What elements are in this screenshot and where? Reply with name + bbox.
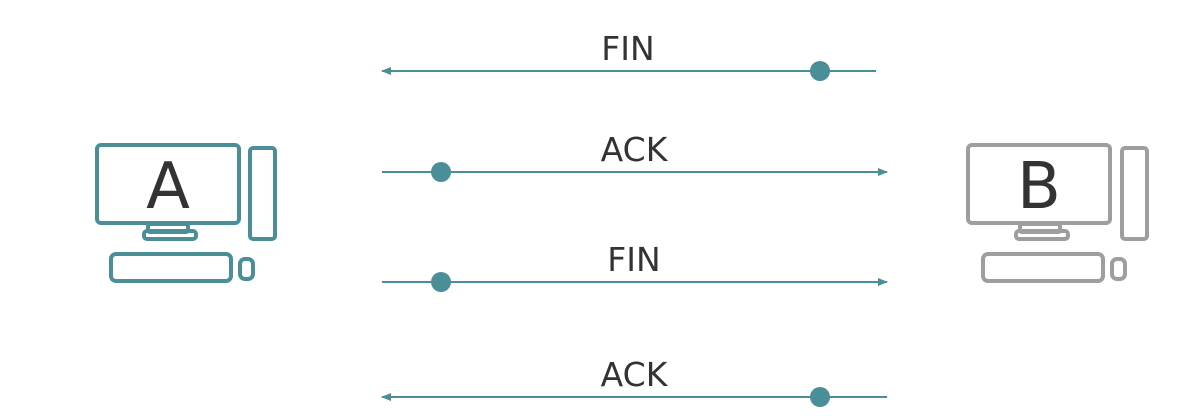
message-ack-4: ACK (381, 355, 887, 407)
desktop-computer-icon (966, 143, 1149, 283)
monitor-base (142, 229, 198, 241)
packet-dot (431, 272, 451, 292)
monitor-base (1014, 229, 1070, 241)
packet-dot (810, 387, 830, 407)
message-ack-2: ACK (382, 130, 888, 182)
mouse (1110, 257, 1127, 281)
message-label: FIN (607, 240, 660, 279)
host-a-letter: A (146, 150, 190, 224)
mouse (238, 257, 255, 281)
host-b-computer: B (966, 143, 1149, 283)
message-label: FIN (601, 29, 654, 68)
keyboard (109, 252, 233, 283)
packet-dot (431, 162, 451, 182)
message-fin-3: FIN (382, 240, 888, 292)
keyboard (981, 252, 1105, 283)
host-a-computer: A (95, 143, 277, 283)
message-arrows: FIN ACK FIN ACK (381, 29, 888, 407)
message-label: ACK (601, 355, 669, 394)
tower (248, 146, 277, 241)
message-label: ACK (601, 130, 669, 169)
packet-dot (810, 61, 830, 81)
tower (1120, 146, 1149, 241)
desktop-computer-icon (95, 143, 277, 283)
host-b-letter: B (1017, 150, 1061, 224)
message-fin-1: FIN (381, 29, 876, 81)
